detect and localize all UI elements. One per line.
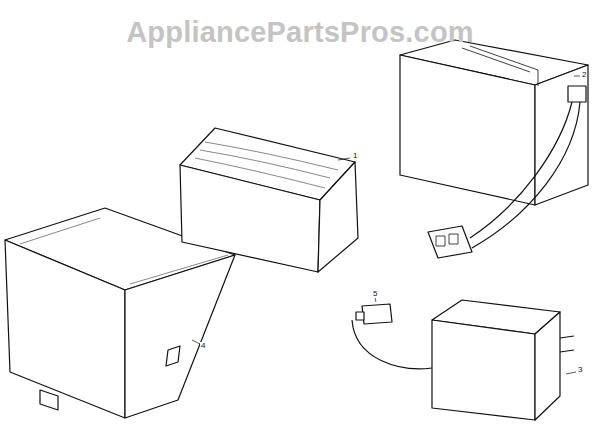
- l-shaped-pad: [180, 128, 358, 272]
- callout-number: 2: [581, 71, 587, 79]
- callout-number: 1: [352, 152, 358, 160]
- leader-lines: [192, 76, 580, 374]
- callout-number: 5: [372, 290, 378, 298]
- charger: [352, 300, 574, 420]
- watermark: AppliancePartsPros.com: [126, 18, 474, 47]
- callout-number: 3: [577, 366, 583, 374]
- callout-number: 4: [200, 342, 206, 350]
- battery: [400, 40, 588, 258]
